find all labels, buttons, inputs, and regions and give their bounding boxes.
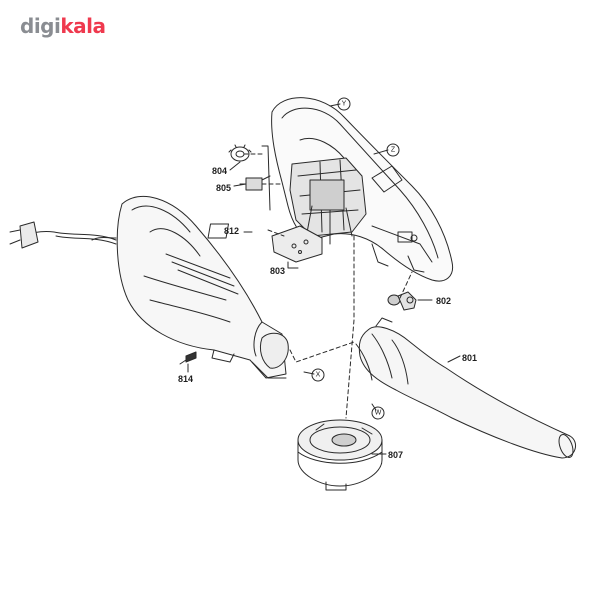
- part-802-clamp: [387, 291, 417, 311]
- ref-circle-x: [311, 368, 325, 382]
- label-802: 802: [436, 296, 451, 306]
- part-804-gear: [228, 144, 252, 162]
- label-814: 814: [178, 374, 193, 384]
- part-807-fan-cover: [297, 419, 383, 491]
- part-812-pad: [207, 223, 230, 239]
- ref-mark-w: W: [375, 410, 382, 417]
- ref-mark-y: Y: [342, 101, 347, 108]
- ref-circle-y: [337, 97, 351, 111]
- label-807: 807: [388, 450, 403, 460]
- ref-circle-w: [371, 406, 385, 420]
- label-804: 804: [212, 166, 227, 176]
- left-housing: [91, 195, 289, 379]
- logo-suffix: kala: [60, 14, 106, 38]
- label-803: 803: [270, 266, 285, 276]
- part-801-tube: [355, 317, 577, 459]
- part-803-plate: [271, 225, 323, 263]
- ref-mark-x: X: [316, 372, 321, 379]
- ref-mark-z: Z: [391, 147, 396, 154]
- power-cord: [9, 221, 117, 249]
- label-812: 812: [224, 226, 239, 236]
- assembly-lines: [243, 153, 413, 419]
- label-801: 801: [462, 353, 477, 363]
- ref-circle-z: [386, 143, 400, 157]
- label-805: 805: [216, 183, 231, 193]
- leader-lines: [187, 103, 461, 455]
- logo-prefix: digi: [20, 14, 61, 38]
- part-814-screw: [179, 351, 197, 365]
- digikala-logo: digikala: [20, 14, 106, 38]
- part-805-switch: [239, 175, 271, 191]
